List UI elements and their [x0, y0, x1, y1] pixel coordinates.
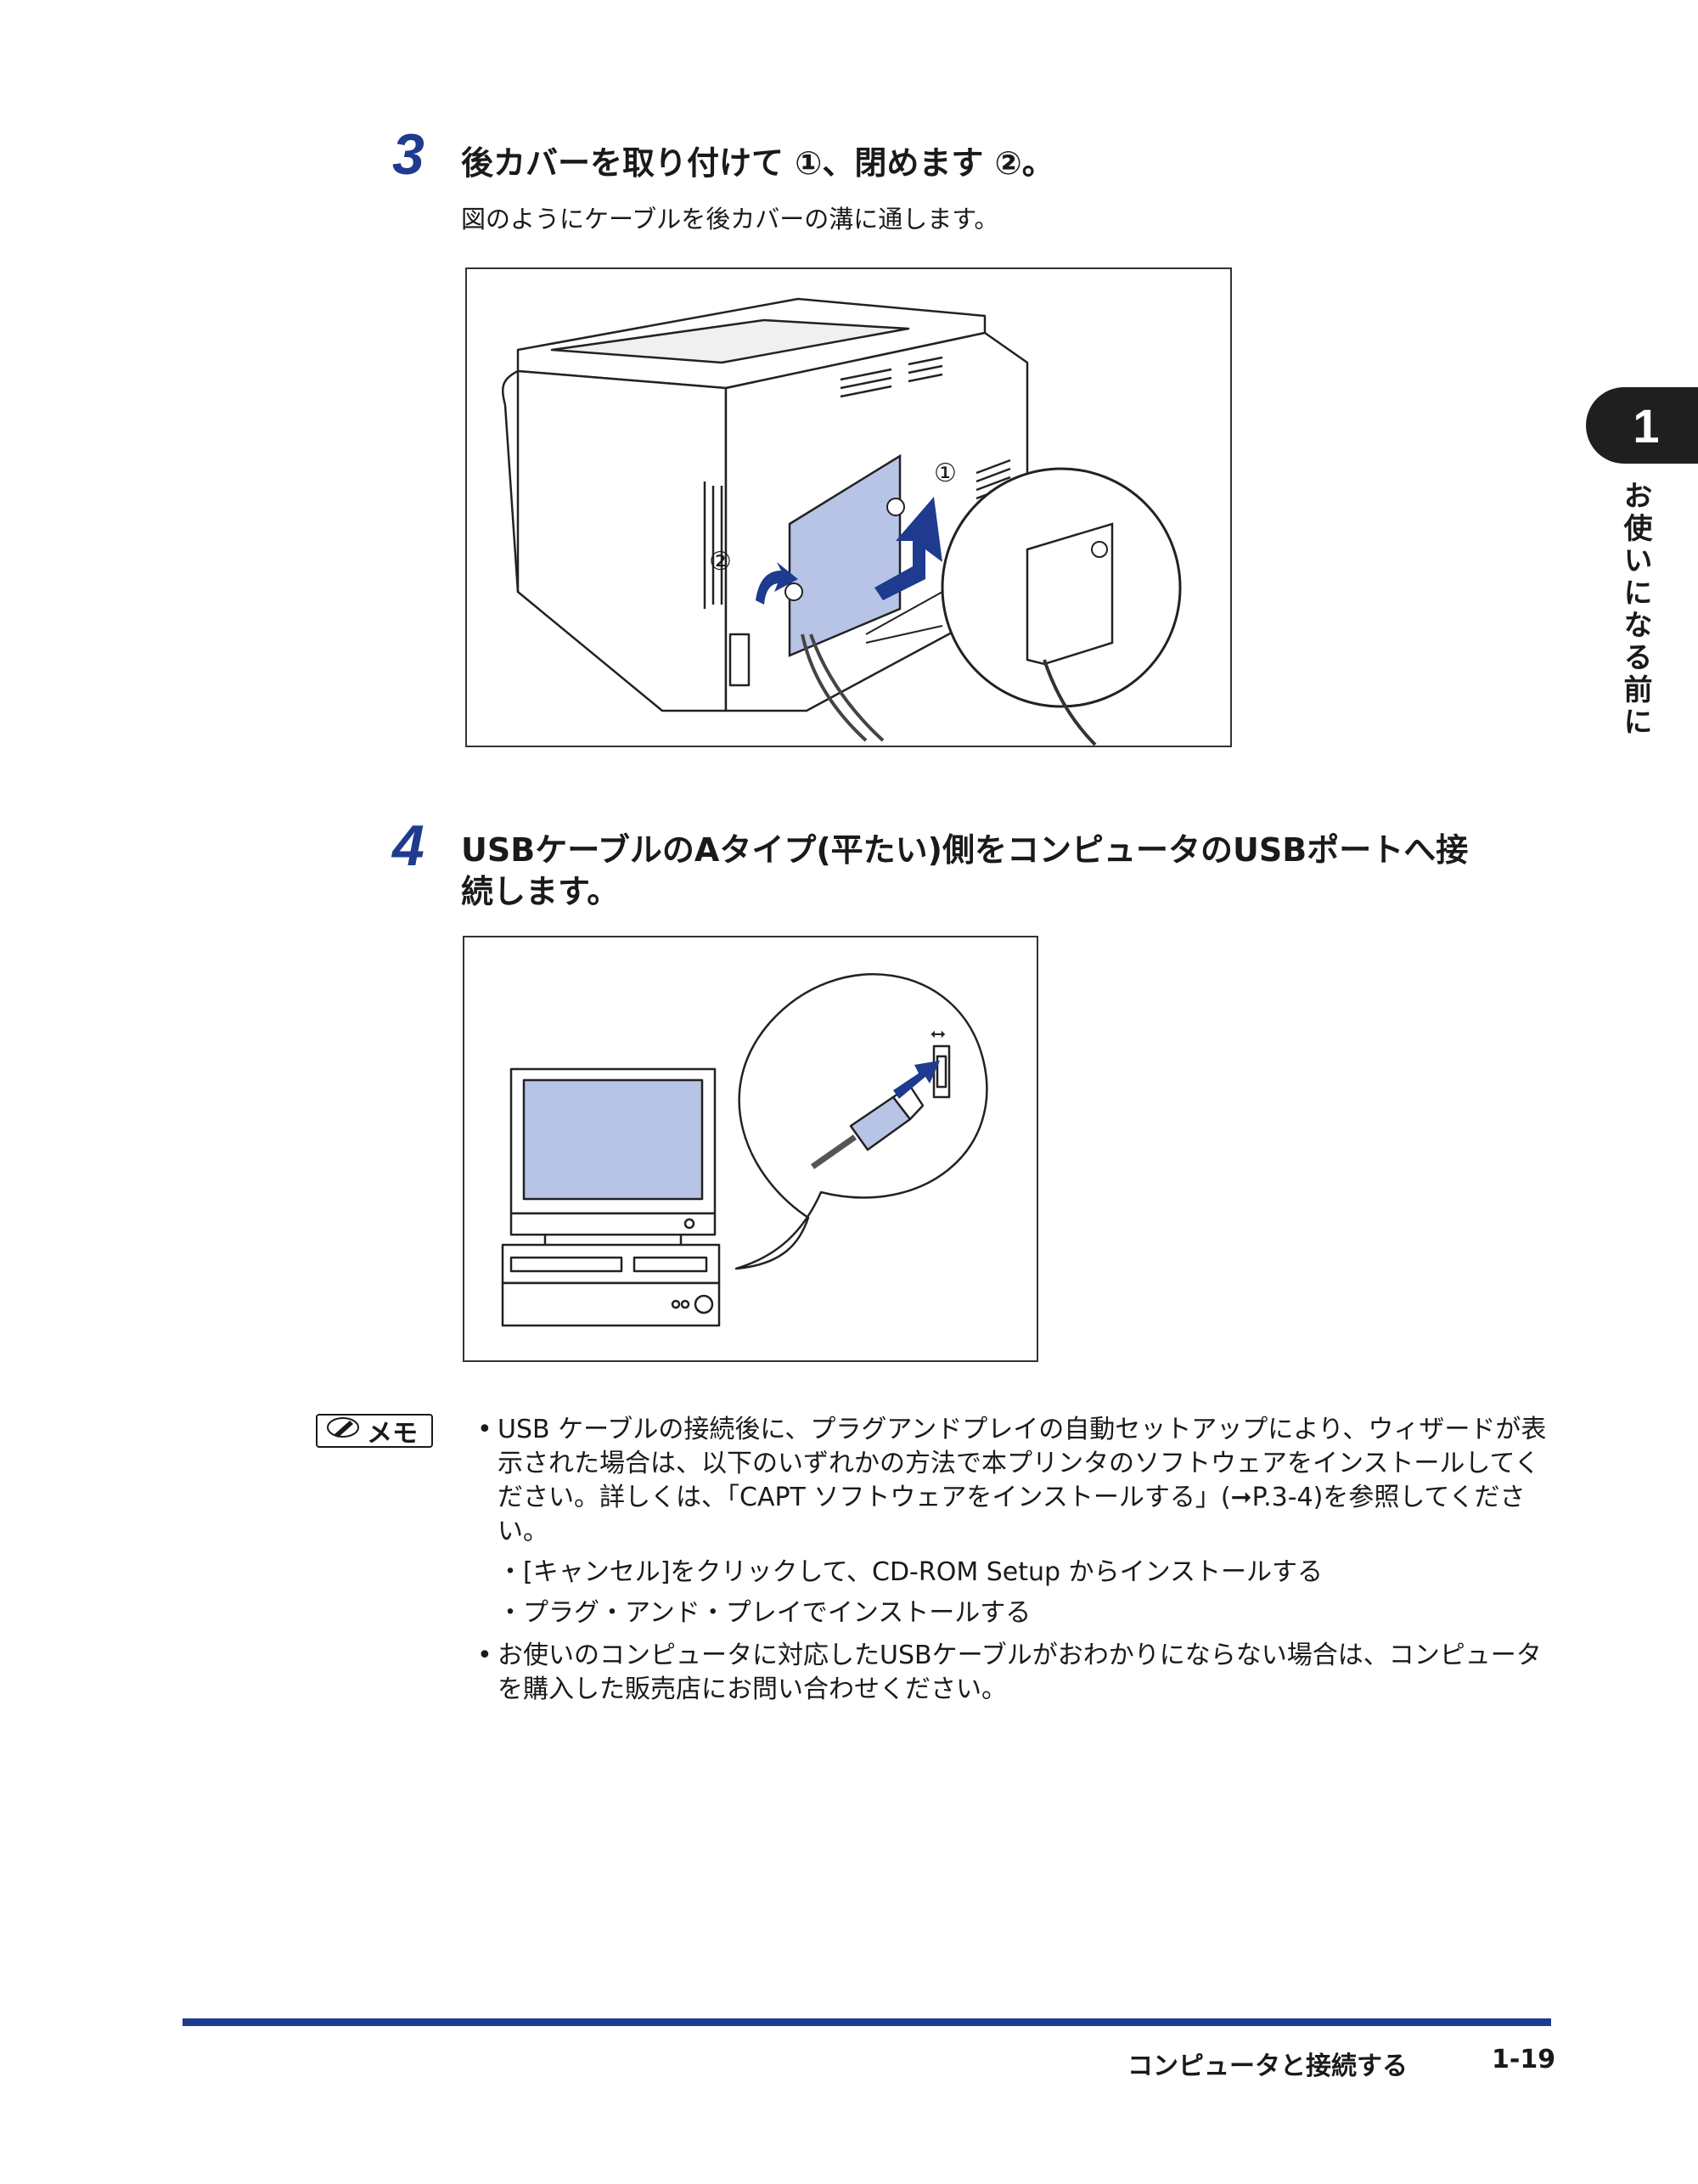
bullet-mark: • [477, 1415, 492, 1444]
memo-bullet-1-text: USB ケーブルの接続後に、プラグアンドプレイの自動セットアップにより、ウィザー… [498, 1415, 1547, 1546]
footer-section-title: コンピュータと接続する [1127, 2052, 1408, 2081]
usb-connection-illustration: ⭤ [463, 936, 1038, 1362]
memo-bullet-2-text: お使いのコンピュータに対応したUSBケーブルがおわかりにならない場合は、コンピュ… [498, 1641, 1542, 1704]
memo-bullet-2: • お使いのコンピュータに対応したUSBケーブルがおわかりにならない場合は、コン… [477, 1639, 1551, 1707]
step-3-title: 後カバーを取り付けて ①、閉めます ②。 [461, 144, 1054, 182]
step-4-title-line1: USBケーブルのAタイプ(平たい)側をコンピュータのUSBポートへ接 [461, 831, 1469, 869]
svg-text:⭤: ⭤ [931, 1023, 946, 1044]
memo-sub-item-1: ・[キャンセル]をクリックして、CD-ROM Setup からインストールする [498, 1557, 1324, 1587]
pencil-icon [326, 1416, 360, 1446]
step-3-number: 3 [392, 122, 424, 187]
chapter-title: お使いになる前に [1618, 481, 1652, 739]
chapter-tab[interactable]: 1 [1586, 387, 1698, 464]
callout-2: ② [709, 547, 732, 577]
memo-badge: メモ [316, 1414, 433, 1449]
memo-content: • USB ケーブルの接続後に、プラグアンドプレイの自動セットアップにより、ウィ… [477, 1413, 1551, 1707]
memo-bullet-1: • USB ケーブルの接続後に、プラグアンドプレイの自動セットアップにより、ウィ… [477, 1413, 1551, 1549]
step-4-number: 4 [392, 813, 424, 878]
chapter-number: 1 [1633, 398, 1660, 453]
bullet-mark: • [477, 1641, 492, 1670]
memo-sub-item-2: ・プラグ・アンド・プレイでインストールする [498, 1598, 1032, 1628]
step-3-subtitle: 図のようにケーブルを後カバーの溝に通します。 [461, 205, 999, 234]
printer-cover-illustration: ① ② [465, 267, 1232, 747]
footer-rule [183, 2018, 1551, 2026]
page-number: 1-19 [1492, 2045, 1556, 2074]
memo-label: メモ [367, 1419, 418, 1449]
callout-1: ① [934, 459, 957, 488]
step-4-title-line2: 続します。 [461, 873, 620, 910]
